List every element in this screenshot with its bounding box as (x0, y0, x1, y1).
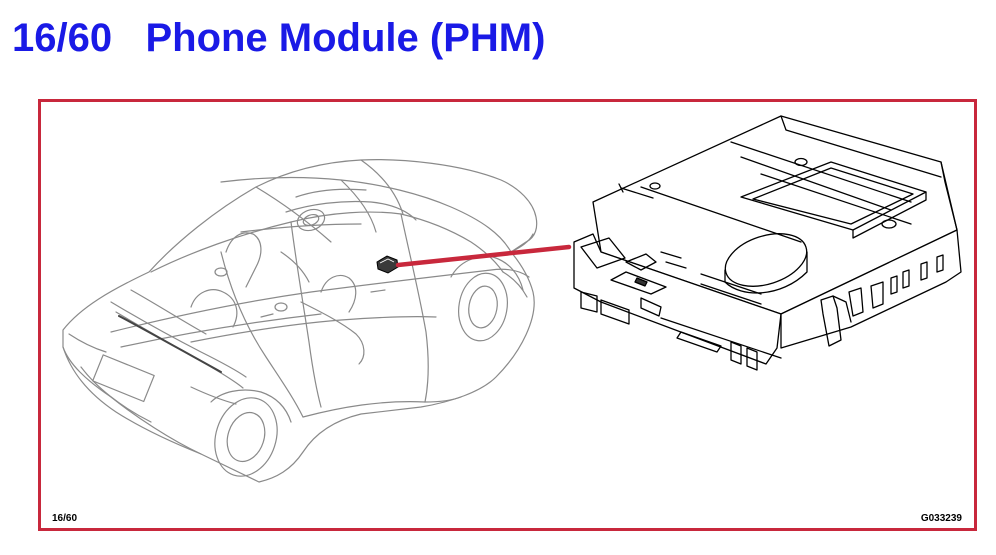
phone-module-icon (573, 115, 962, 371)
figure-code: G033239 (920, 513, 962, 524)
diagram-frame: 16/60 G033239 (38, 99, 977, 531)
module-location-marker-icon (376, 255, 399, 274)
page-title: 16/60 Phone Module (PHM) (12, 14, 545, 62)
page-code: 16/60 (52, 513, 78, 524)
page-number: 16/60 (12, 16, 113, 60)
car-cutaway-icon (62, 159, 538, 483)
diagram-artwork (62, 115, 962, 483)
module-name: Phone Module (PHM) (145, 16, 546, 60)
pointer-line (395, 244, 572, 268)
